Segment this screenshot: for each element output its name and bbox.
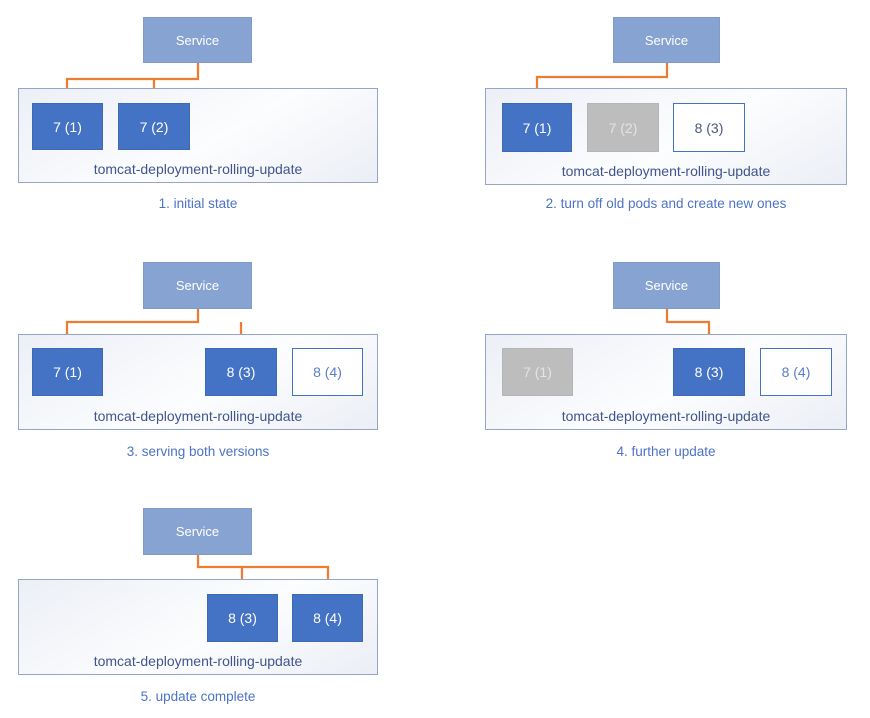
step-caption-5: 5. update complete (140, 689, 256, 704)
pod-7-1: 7 (1) (32, 103, 103, 150)
pod-8-3: 8 (3) (673, 348, 745, 396)
service-node-panel1: Service (143, 17, 252, 63)
pod-7-2-terminated: 7 (2) (587, 103, 659, 152)
pod-8-3: 8 (3) (207, 594, 278, 642)
pod-7-1: 7 (1) (32, 348, 103, 396)
deployment-label: tomcat-deployment-rolling-update (93, 161, 303, 177)
service-node-panel4: Service (613, 262, 720, 309)
service-node-panel3: Service (143, 262, 252, 309)
pod-7-2: 7 (2) (118, 103, 190, 150)
deployment-label: tomcat-deployment-rolling-update (561, 408, 771, 424)
pod-8-3: 8 (3) (205, 348, 277, 396)
pod-8-3-new: 8 (3) (673, 103, 745, 152)
step-caption-3: 3. serving both versions (126, 444, 270, 459)
service-node-panel2: Service (613, 17, 720, 63)
step-caption-4: 4. further update (616, 444, 716, 459)
service-node-panel5: Service (143, 508, 252, 555)
pod-7-1-terminated: 7 (1) (502, 348, 573, 396)
deployment-label: tomcat-deployment-rolling-update (93, 408, 303, 424)
deployment-box-panel2: tomcat-deployment-rolling-update (485, 88, 847, 185)
pod-8-4: 8 (4) (292, 594, 363, 642)
pod-7-1: 7 (1) (502, 103, 572, 152)
step-caption-1: 1. initial state (158, 196, 238, 211)
step-caption-2: 2. turn off old pods and create new ones (545, 196, 787, 211)
pod-8-4-new: 8 (4) (292, 348, 363, 396)
deployment-label: tomcat-deployment-rolling-update (561, 163, 771, 179)
deployment-label: tomcat-deployment-rolling-update (93, 653, 303, 669)
pod-8-4-new: 8 (4) (760, 348, 832, 396)
